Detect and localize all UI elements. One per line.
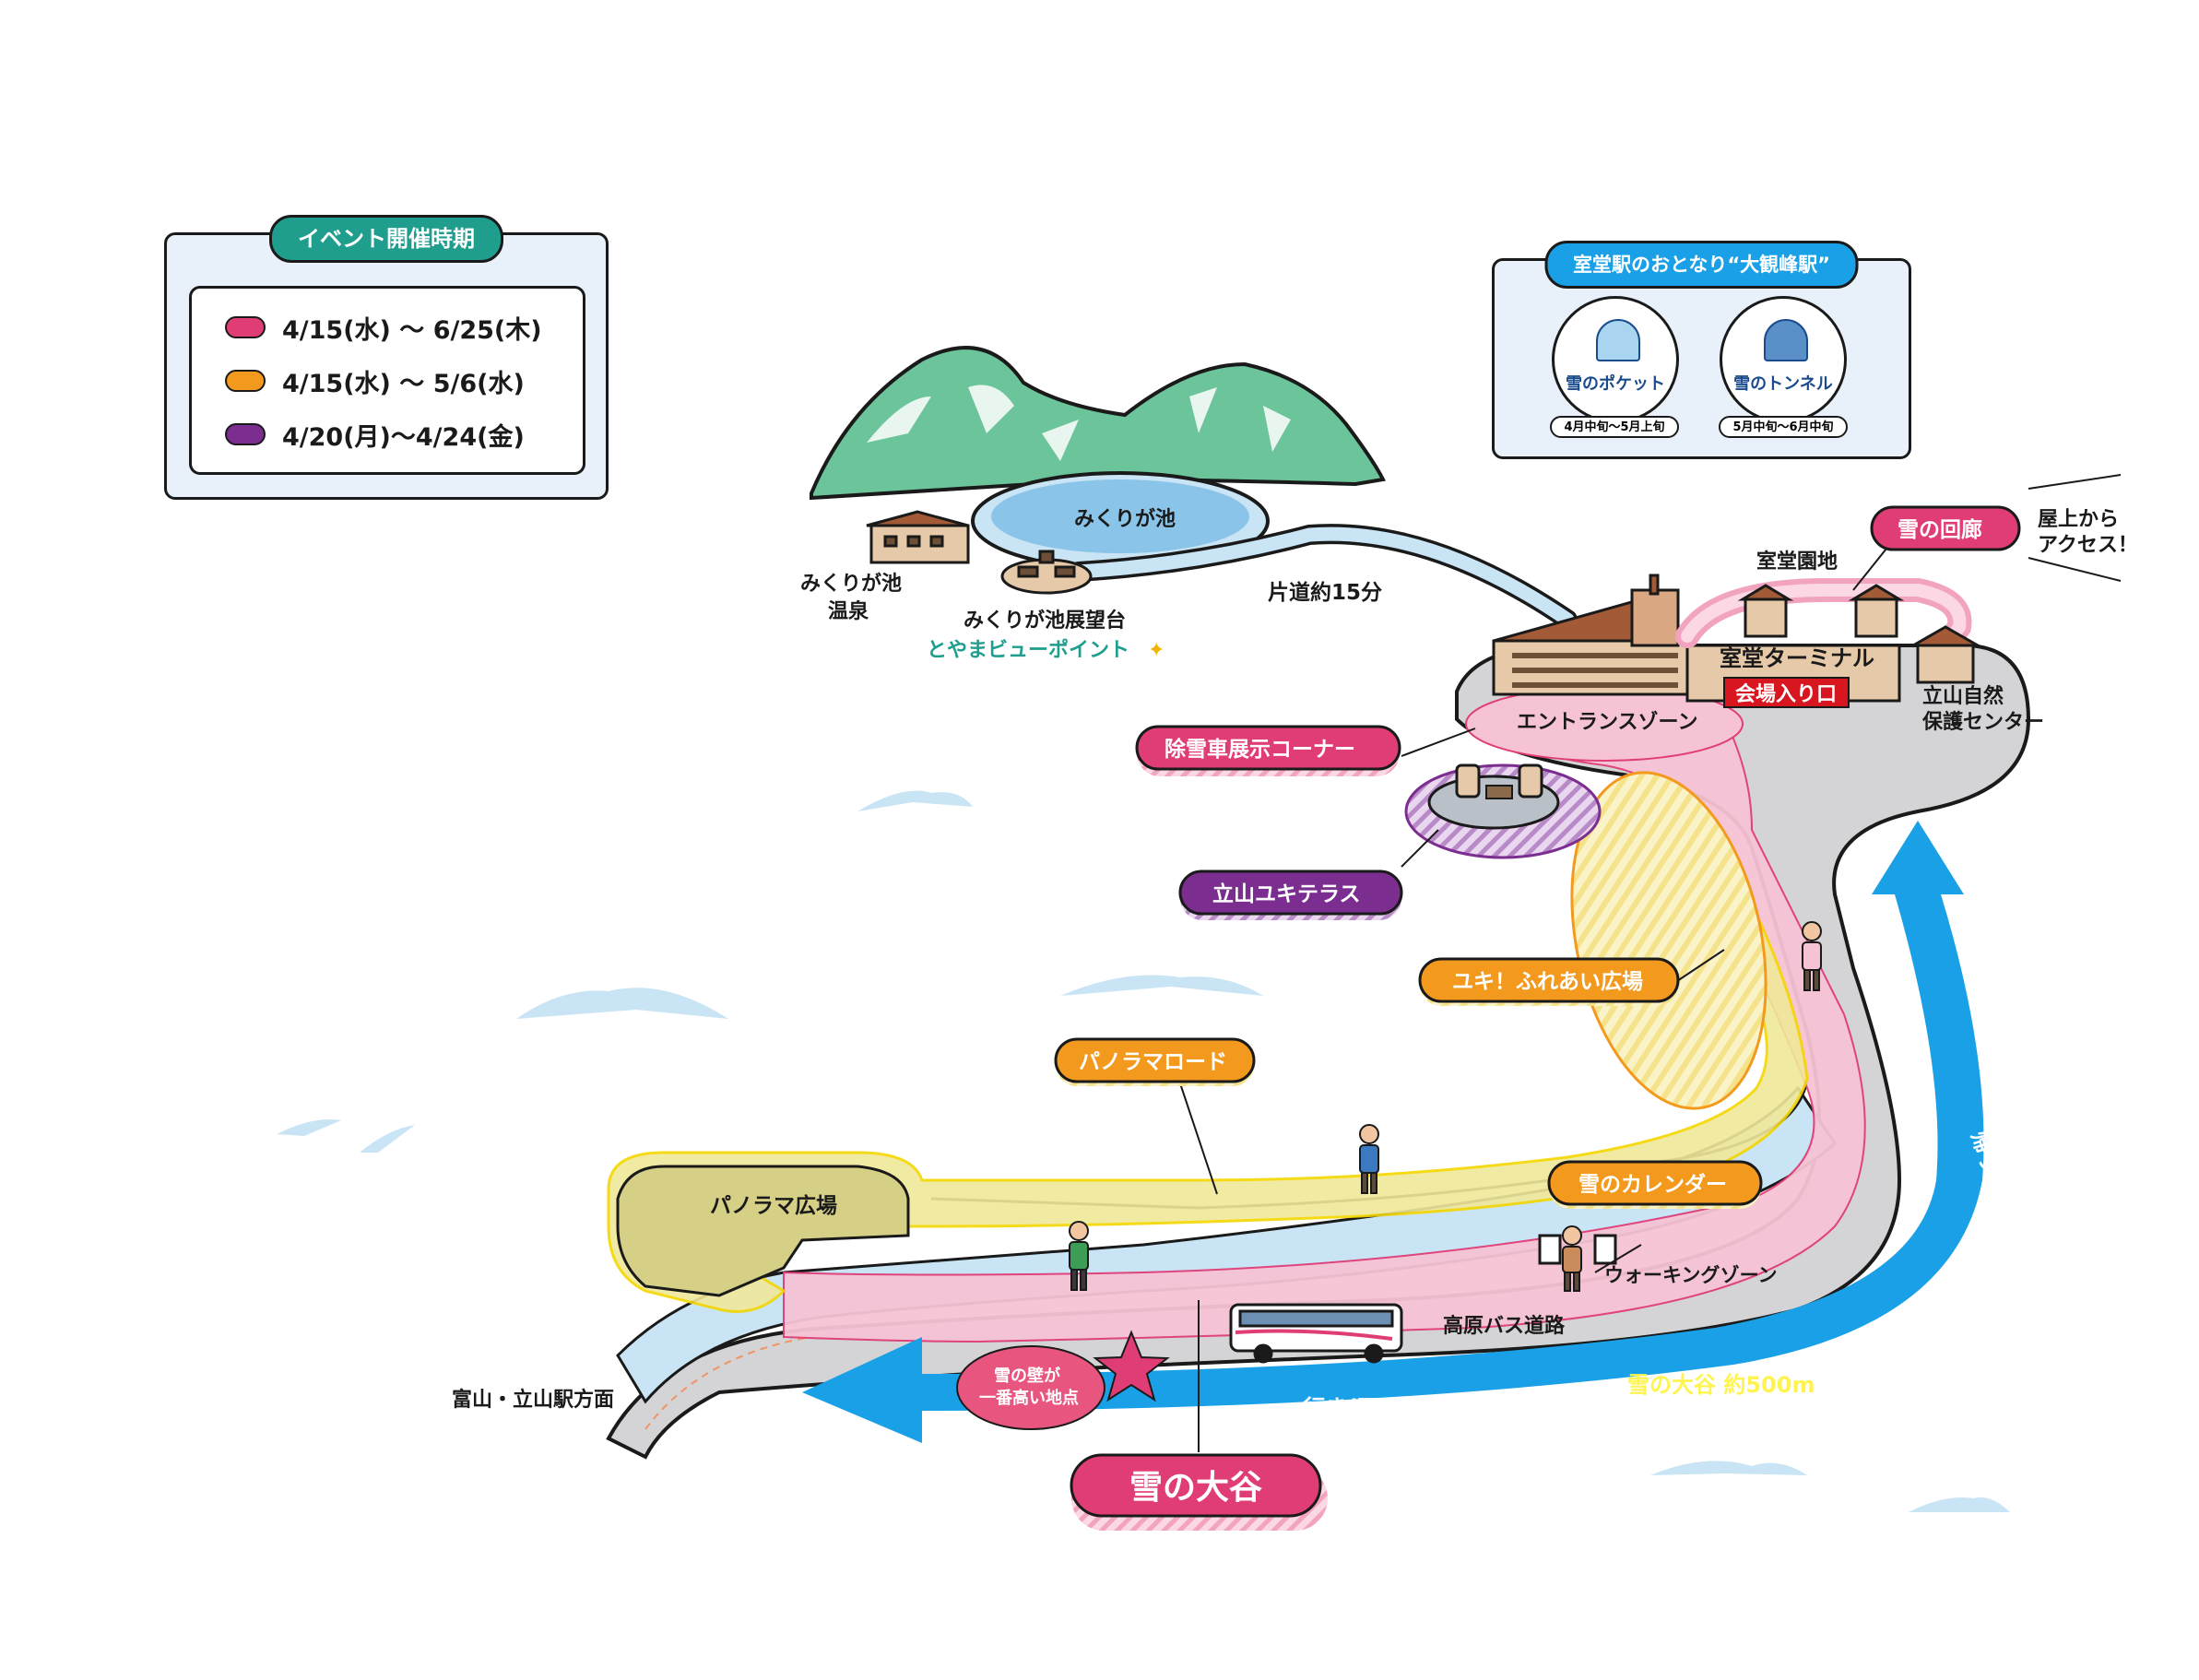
go-down-label: ← 行き(下り)徒歩15分 xyxy=(1277,1395,1509,1421)
rooftop-access-line1: 屋上から xyxy=(2038,508,2119,531)
tag-snow-calendar: 雪のカレンダー xyxy=(1547,1160,1763,1209)
snow-tunnel-icon xyxy=(1764,319,1808,361)
svg-text:パノラマロード: パノラマロード xyxy=(1079,1050,1227,1074)
tag-snow-corridor: 雪の回廊 xyxy=(1870,505,2021,551)
hiker-figure xyxy=(1562,1225,1582,1292)
daikanbo-station-panel: 室堂駅のおとなり“大観峰駅” 雪のポケット 4月中旬～5月上旬 雪のトンネル 5… xyxy=(1492,241,1911,459)
nature-center-line1: 立山自然 xyxy=(1922,684,2004,708)
entrance-zone-label: エントランスゾーン xyxy=(1517,710,1697,734)
snow-tunnel-logo: 雪のトンネル xyxy=(1733,374,1833,394)
svg-text:雪のカレンダー: 雪のカレンダー xyxy=(1578,1172,1727,1197)
murodo-park-label: 室堂園地 xyxy=(1756,550,1838,574)
highest-point-star-icon xyxy=(1093,1330,1170,1402)
svg-text:立山ユキテラス: 立山ユキテラス xyxy=(1212,881,1361,906)
tag-panorama-road: パノラマロード xyxy=(1054,1037,1256,1086)
snow-pocket-icon xyxy=(1596,319,1640,361)
tag-yuki-no-otani: 雪の大谷 xyxy=(1070,1453,1328,1531)
snow-pocket-logo: 雪のポケット xyxy=(1566,374,1665,394)
tag-yuki-terrace: 立山ユキテラス xyxy=(1178,870,1403,920)
tag-fureai-plaza: ユキ！ふれあい広場 xyxy=(1418,957,1680,1006)
highest-point-line2: 一番高い地点 xyxy=(979,1388,1079,1408)
highest-point-bubble xyxy=(956,1345,1105,1430)
onsen-label-line2: 温泉 xyxy=(828,599,869,623)
legend-panel: イベント開催時期 4/15(水) ～ 6/25(木) 4/15(水) ～ 5/6… xyxy=(164,215,609,500)
legend-label: 4/15(水) ～ 5/6(水) xyxy=(282,369,525,398)
legend-item-purple: 4/20(月)～4/24(金) xyxy=(225,416,525,453)
svg-text:除雪車展示コーナー: 除雪車展示コーナー xyxy=(1165,737,1355,762)
legend-swatch-pink xyxy=(225,316,266,338)
legend-swatch-purple xyxy=(225,423,266,445)
return-up-label: 帰り(上り)徒歩20分 xyxy=(1966,1128,2054,1331)
nature-center-line2: 保護センター xyxy=(1921,710,2044,734)
highland-bus xyxy=(1229,1303,1403,1364)
snow-corridor-area xyxy=(1675,578,1972,657)
leader-lines xyxy=(1179,474,2122,1452)
legend-title: イベント開催時期 xyxy=(269,215,503,263)
entrance-badge xyxy=(1723,677,1850,708)
svg-text:雪の回廊: 雪の回廊 xyxy=(1898,517,1982,542)
legend-item-orange: 4/15(水) ～ 5/6(水) xyxy=(225,362,525,399)
legend-label: 4/15(水) ～ 6/25(木) xyxy=(282,315,542,345)
walking-zone-label: ウォーキングゾーン xyxy=(1604,1264,1778,1286)
nature-center-building xyxy=(1908,625,1983,684)
legend-item-pink: 4/15(水) ～ 6/25(木) xyxy=(225,309,542,346)
tag-snow-plow-corner: 除雪車展示コーナー xyxy=(1135,725,1401,776)
yuki-otani-length-label: 雪の大谷 約500m xyxy=(1627,1372,1815,1398)
yuki-terrace-area xyxy=(1404,763,1602,859)
onsen-label-line1: みくりが池 xyxy=(800,572,902,596)
snow-pocket-badge: 雪のポケット xyxy=(1552,296,1679,423)
hiker-figures xyxy=(1069,921,1822,1292)
snow-calendar-boards xyxy=(1538,1234,1617,1265)
hiker-figure xyxy=(1802,921,1822,991)
entrance-badge-label: 会場入り口 xyxy=(1735,682,1837,706)
walking-route-arrows xyxy=(802,821,1984,1443)
panorama-plaza-label: パノラマ広場 xyxy=(710,1193,837,1218)
svg-text:ユキ！ふれあい広場: ユキ！ふれあい広場 xyxy=(1452,969,1643,994)
snow-tunnel-badge: 雪のトンネル xyxy=(1720,296,1847,423)
walk-15-label: 片道約15分 xyxy=(1268,580,1382,605)
svg-text:雪の大谷: 雪の大谷 xyxy=(1129,1469,1262,1507)
snow-mound-decorations xyxy=(277,790,2010,1512)
hiker-figure xyxy=(1069,1221,1089,1291)
observatory-deck xyxy=(1000,550,1093,595)
observatory-label: みくりが池展望台 xyxy=(964,609,1126,633)
bus-road-label: 高原バス道路 xyxy=(1443,1314,1566,1338)
snow-tunnel-period: 5月中旬～6月中旬 xyxy=(1719,416,1848,438)
terminal-label: 室堂ターミナル xyxy=(1720,645,1874,671)
mikurigaike-onsen-building xyxy=(866,510,970,564)
daikanbo-title: 室堂駅のおとなり“大観峰駅” xyxy=(1544,241,1859,289)
snow-pocket-period: 4月中旬～5月上旬 xyxy=(1550,416,1679,438)
panorama-plaza-area xyxy=(616,1165,910,1297)
hiker-figure xyxy=(1359,1124,1379,1194)
rooftop-access-line2: アクセス！ xyxy=(2038,534,2138,557)
legend-label: 4/20(月)～4/24(金) xyxy=(282,422,525,452)
toyama-viewpoint-label: とやまビューポイント xyxy=(927,638,1129,662)
legend-swatch-orange xyxy=(225,370,266,392)
mikurigaike-label: みくりが池 xyxy=(1074,507,1176,531)
sparkle-icon: ✦ xyxy=(1148,639,1165,662)
legend-list: 4/15(水) ～ 6/25(木) 4/15(水) ～ 5/6(水) 4/20(… xyxy=(189,286,585,475)
toyama-direction-label: 富山・立山駅方面 xyxy=(452,1388,614,1412)
highest-point-line1: 雪の壁が xyxy=(994,1366,1060,1386)
mikurigaike-pond xyxy=(971,471,1270,571)
